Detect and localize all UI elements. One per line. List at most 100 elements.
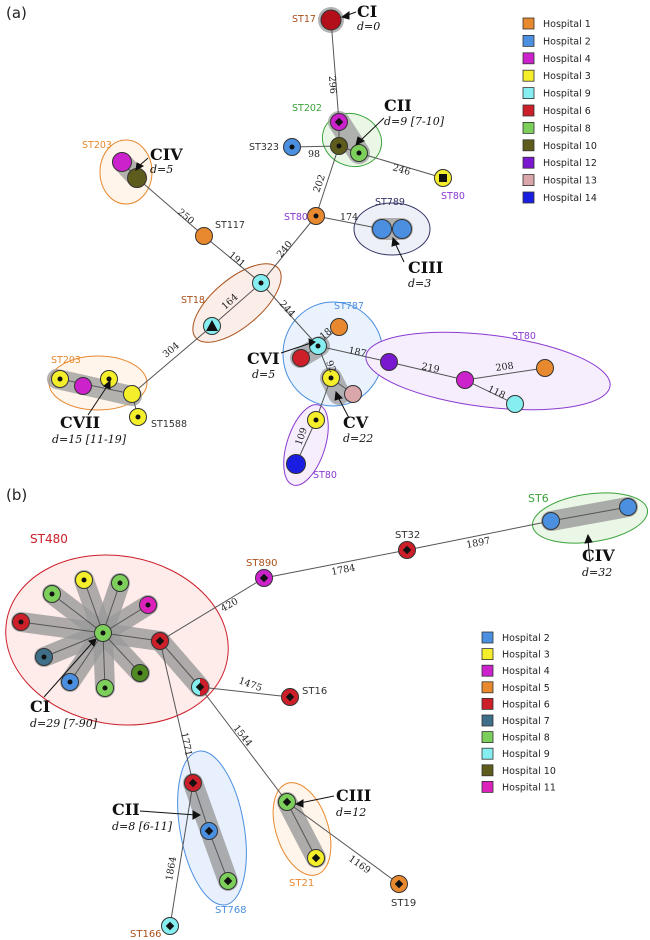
node-a-st80-3 <box>380 353 398 371</box>
legend-label: Hospital 12 <box>543 158 597 169</box>
legend-label: Hospital 5 <box>502 683 550 694</box>
st-label-b-8: ST166 <box>130 929 162 940</box>
st-label-b-7: ST768 <box>215 905 247 916</box>
legend-swatch <box>522 35 535 47</box>
cluster-b-ciii-name: CIII <box>336 786 371 805</box>
cluster-a-civ-d: d=5 <box>150 163 173 176</box>
node-b-ci-10-half <box>200 678 209 696</box>
legend-swatch <box>481 764 494 777</box>
cluster-a-cvi-d: d=5 <box>252 368 275 381</box>
legend-label: Hospital 11 <box>502 782 556 793</box>
edge-label-b-6: 1169 <box>346 853 372 876</box>
edge-label-a-15: 208 <box>495 361 514 374</box>
node-markers-b <box>18 545 412 931</box>
st-label-a-1: ST202 <box>292 103 322 114</box>
cluster-a-ci-d: d=0 <box>357 20 380 33</box>
node-a-civ-2 <box>127 168 147 188</box>
legend-swatch <box>481 698 494 710</box>
cluster-a-civ-name: CIV <box>150 145 183 164</box>
cluster-b-ci-d: d=29 [7-90] <box>30 717 98 730</box>
legend-b: Hospital 2 Hospital 3 Hospital 4 Hospital 5… <box>481 631 556 793</box>
st-label-b-5: ST21 <box>289 878 314 889</box>
legend-label: Hospital 8 <box>502 733 550 744</box>
edge-label-a-13: 92 <box>323 359 338 374</box>
st-label-a-10: ST80 <box>512 331 536 342</box>
st-label-a-12: ST1588 <box>151 419 187 430</box>
st-label-b-4: ST16 <box>302 686 327 697</box>
legend-label: Hospital 1 <box>543 19 591 30</box>
st-label-b-1: ST890 <box>246 558 278 569</box>
cluster-a-cvi-name: CVI <box>247 349 280 368</box>
legend-swatch <box>481 781 494 793</box>
node-a-st80-6 <box>506 395 524 413</box>
edges-b <box>20 506 629 927</box>
st-label-a-5: ST117 <box>215 220 245 231</box>
edge-label-a-4: 174 <box>340 212 358 223</box>
node-a-cvii-2 <box>74 377 92 395</box>
legend-swatch <box>481 631 494 644</box>
node-b-st6-1 <box>542 512 560 530</box>
cluster-a-cv-name: CV <box>343 413 369 432</box>
legend-label: Hospital 6 <box>543 106 591 117</box>
node-a-st80-8 <box>286 454 306 474</box>
st-label-a-0: ST17 <box>292 14 316 25</box>
legend-label: Hospital 9 <box>502 749 550 760</box>
legend-swatch <box>481 714 494 727</box>
legend-label: Hospital 7 <box>502 716 550 727</box>
cluster-a-ciii-d: d=3 <box>408 277 431 290</box>
panel-label-b: (b) <box>6 486 27 504</box>
panel-label-a: (a) <box>6 4 27 22</box>
edge-label-a-5: 250 <box>175 207 196 227</box>
cluster-ellipse-st80-a <box>365 331 611 411</box>
cluster-a-cii-d: d=9 [7-10] <box>384 115 445 128</box>
legend-swatch <box>522 52 535 65</box>
edge-label-a-14: 219 <box>420 361 440 376</box>
legend-swatch <box>522 139 535 152</box>
legend-swatch <box>481 681 494 694</box>
edge-label-b-4: 1771 <box>178 731 194 757</box>
node-a-cvi <box>292 349 310 367</box>
edge-label-a-2: 246 <box>391 162 412 178</box>
legend-swatch <box>481 747 494 760</box>
edge-label-b-5: 1544 <box>231 723 255 749</box>
st-label-a-11: ST203 <box>51 355 81 366</box>
edge-label-b-1: 1784 <box>330 563 356 578</box>
cluster-arrows-b <box>43 533 593 820</box>
legend-swatch <box>481 731 494 743</box>
legend-label: Hospital 3 <box>543 71 591 82</box>
cluster-b-cii-name: CII <box>112 800 140 819</box>
st-label-a-2: ST323 <box>249 142 279 153</box>
st-label-a-9: ST787 <box>334 301 364 312</box>
cluster-b-ciii-d: d=12 <box>336 806 366 819</box>
legend-label: Hospital 8 <box>543 123 591 134</box>
cluster-labels-a: CI d=0 CII d=9 [7-10] CIV d=5 CIII d=3 C… <box>52 2 445 446</box>
node-a-cv-2 <box>344 385 362 403</box>
cluster-a-ciii-name: CIII <box>408 258 443 277</box>
st-label-b-3: ST6 <box>528 492 549 505</box>
edge-label-a-6: 191 <box>226 250 247 270</box>
legend-label: Hospital 4 <box>502 666 550 677</box>
cluster-a-cvii-d: d=15 [11-19] <box>52 433 127 446</box>
edge-label-a-12: 187 <box>347 345 367 360</box>
legend-label: Hospital 2 <box>502 633 550 644</box>
node-a-cvii-4 <box>123 385 141 403</box>
cluster-a-cvii-name: CVII <box>60 413 100 432</box>
cluster-b-civ-d: d=32 <box>582 566 612 579</box>
legend-swatch <box>481 664 494 677</box>
cluster-b-ci-name: CI <box>30 697 50 716</box>
st-label-a-3: ST80 <box>441 191 465 202</box>
legend-label: Hospital 13 <box>543 176 597 187</box>
st-label-b-6: ST19 <box>391 898 416 909</box>
legend-swatch <box>522 122 535 134</box>
legend-label: Hospital 3 <box>502 650 550 661</box>
edge-label-b-0: 420 <box>219 596 240 615</box>
cluster-a-ci-name: CI <box>357 2 377 21</box>
legend-swatch <box>522 191 535 204</box>
st-labels-a: ST17 ST202 ST323 ST80 ST203 ST117 ST80 S… <box>51 14 536 481</box>
edge-label-b-7: 1864 <box>164 856 179 882</box>
st-label-a-6: ST80 <box>284 212 308 223</box>
legend-swatch <box>522 174 535 187</box>
